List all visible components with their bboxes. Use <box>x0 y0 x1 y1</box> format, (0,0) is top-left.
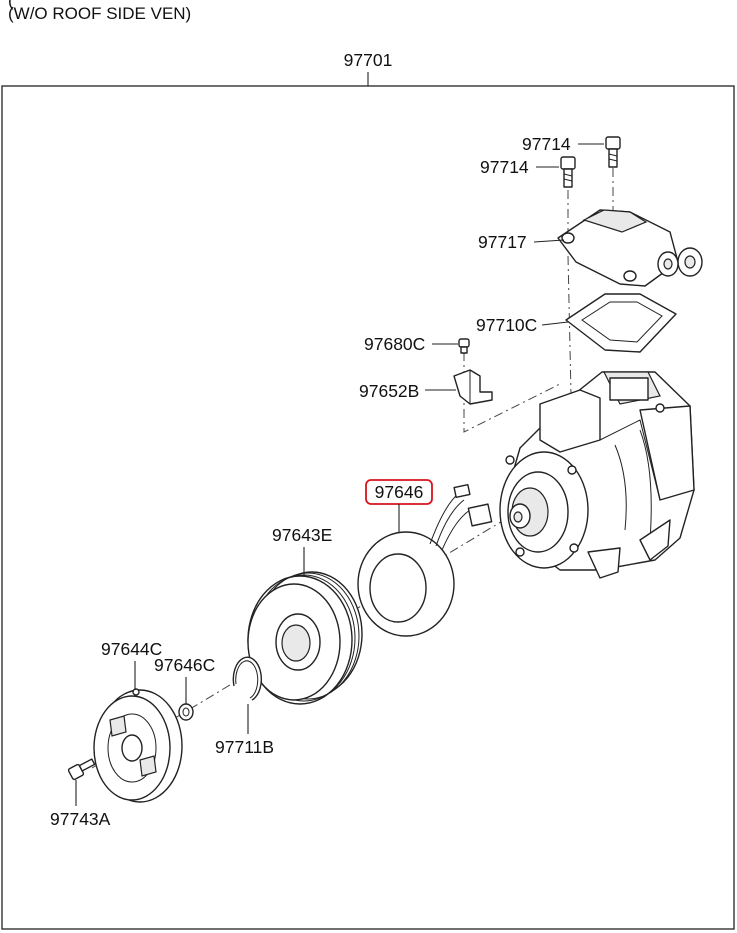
label-97646C[interactable]: 97646C <box>154 655 215 675</box>
pulley-97643E[interactable] <box>247 571 363 705</box>
header-line-1: ( <box>8 0 14 10</box>
assembly-label[interactable]: 97701 <box>344 50 393 70</box>
screw-97680C[interactable] <box>458 338 470 354</box>
label-97743A[interactable]: 97743A <box>50 809 111 829</box>
label-97714-lower[interactable]: 97714 <box>480 157 529 177</box>
header-line-2: (W/O ROOF SIDE VEN) <box>8 4 191 23</box>
snap-ring-97711B[interactable] <box>232 656 263 701</box>
label-97711B[interactable]: 97711B <box>215 737 274 757</box>
bracket-97652B[interactable] <box>453 369 493 405</box>
label-97644C[interactable]: 97644C <box>101 639 162 659</box>
assembly-frame <box>1 85 735 930</box>
label-97646[interactable]: 97646 <box>375 482 424 502</box>
compressor-body <box>499 371 695 579</box>
leader-97710C <box>541 321 569 326</box>
label-97652B[interactable]: 97652B <box>359 381 419 401</box>
label-97643E[interactable]: 97643E <box>272 525 332 545</box>
bolt-97743A[interactable] <box>67 758 96 781</box>
coil-97646[interactable] <box>357 483 493 637</box>
bolt-97714-lower[interactable] <box>560 156 576 188</box>
shim-97646C[interactable] <box>178 703 194 721</box>
gasket-97710C[interactable] <box>565 293 677 353</box>
label-97714-upper[interactable]: 97714 <box>522 134 571 154</box>
control-valve-97717[interactable] <box>557 209 703 287</box>
label-97680C[interactable]: 97680C <box>364 334 425 354</box>
bolt-97714-upper[interactable] <box>605 136 621 168</box>
clutch-disc-97644C[interactable] <box>93 688 183 803</box>
label-97717[interactable]: 97717 <box>478 232 527 252</box>
leader-97717 <box>533 239 565 243</box>
label-97710C[interactable]: 97710C <box>476 315 537 335</box>
